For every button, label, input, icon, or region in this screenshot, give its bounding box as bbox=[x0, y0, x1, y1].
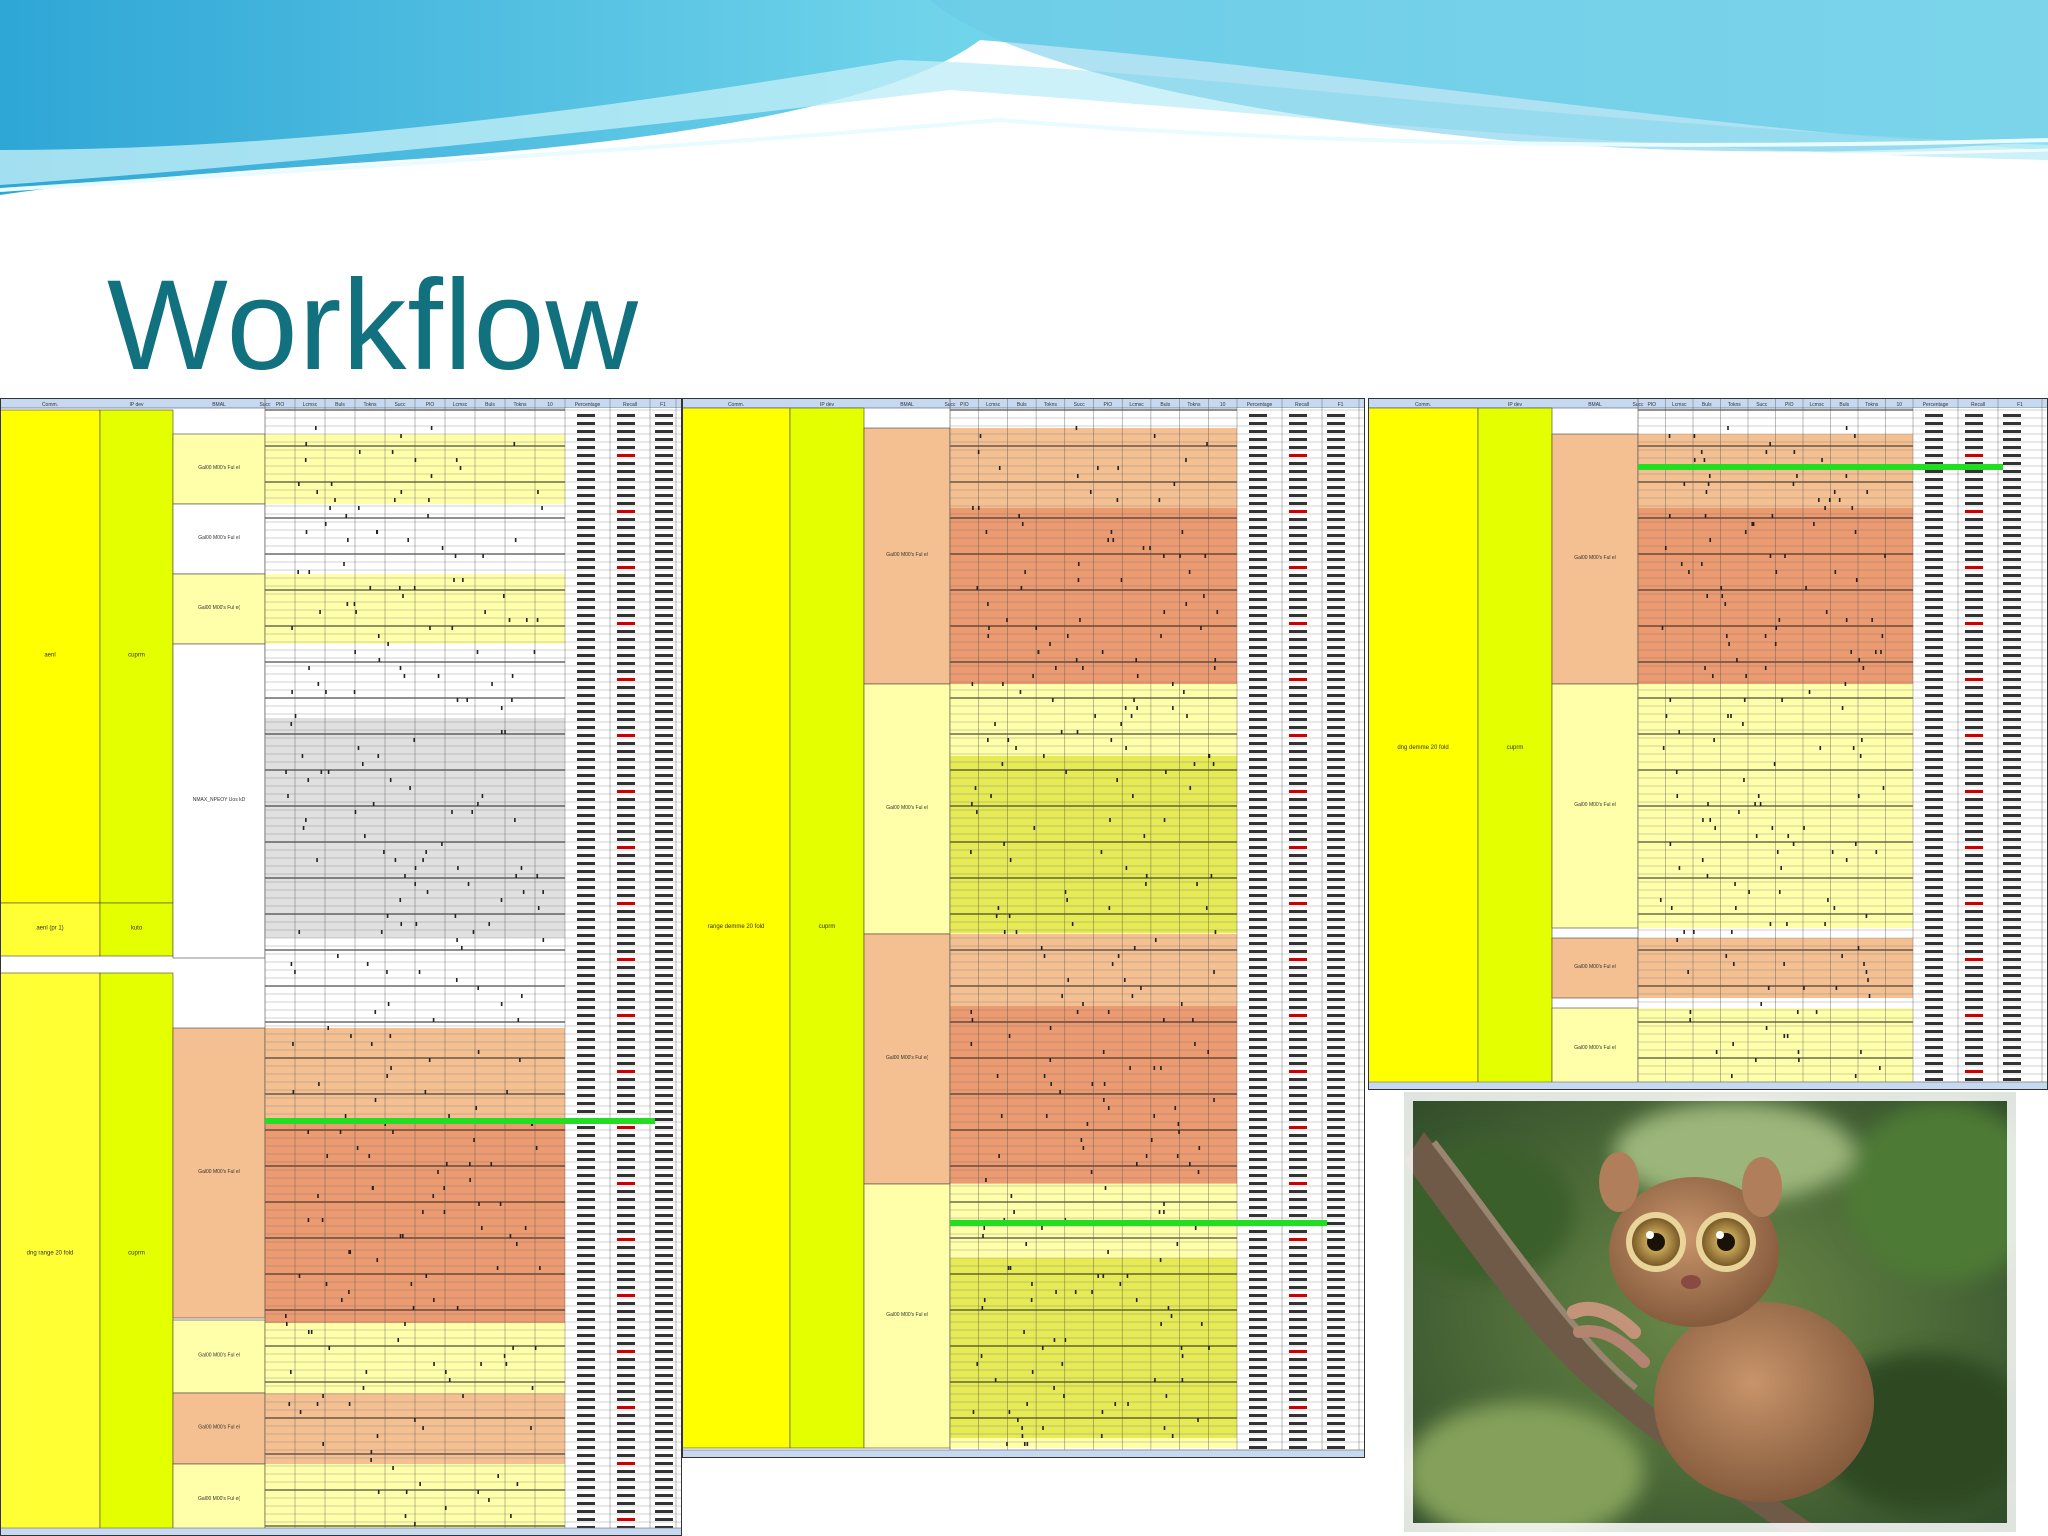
sheet-block-label: NMAX_NPEOY Uos kD bbox=[193, 797, 246, 803]
sheet-header-cell: 10 bbox=[1896, 402, 1902, 408]
sheet-header-cell: Recall bbox=[1971, 402, 1985, 408]
sheet-header-cell: Lcmsc bbox=[986, 402, 1001, 408]
sheet-header-cell: PIO bbox=[1785, 402, 1794, 408]
sheet-header-cell: BMAL bbox=[1588, 402, 1602, 408]
sheet-header-cell: BMAL bbox=[900, 402, 914, 408]
sheet-header-cell: Lcmsc bbox=[1810, 402, 1825, 408]
sheet-header-cell: Buls bbox=[485, 402, 495, 408]
sheet-group-sublabel: cuprm bbox=[128, 1251, 145, 1257]
sheet-header-cell: Succ bbox=[259, 402, 271, 408]
sheet-block-label: Gal00 M00's Ful el bbox=[198, 465, 240, 471]
sheet-header-cell: Buls bbox=[1160, 402, 1170, 408]
sheet-header-cell: Comm. bbox=[42, 402, 58, 408]
sheet-header-cell: PIO bbox=[1104, 402, 1113, 408]
sheet-block-label: Gal00 M00's Ful e( bbox=[198, 1496, 240, 1502]
sheet-header-cell: Succ bbox=[1074, 402, 1086, 408]
sheet-header-cell: Buls bbox=[335, 402, 345, 408]
sheet-group-sublabel: cuprm bbox=[819, 924, 836, 930]
sheet-header-cell: Recall bbox=[623, 402, 637, 408]
sheet-header-cell: Tokns bbox=[1865, 402, 1879, 408]
sheet-header-cell: Lcmsc bbox=[1672, 402, 1687, 408]
sheet-header-cell: F1 bbox=[1338, 402, 1344, 408]
sheet-group-label: aenl bbox=[44, 653, 55, 659]
sheet-header-cell: F1 bbox=[2017, 402, 2023, 408]
sheet-group-label: range demme 20 fold bbox=[708, 924, 765, 930]
sheet-header-cell: Buls bbox=[1017, 402, 1027, 408]
sheet-header-cell: Comm. bbox=[1415, 402, 1431, 408]
header-wave-decoration bbox=[0, 0, 2048, 202]
sheet-group-label: dng range 20 fold bbox=[27, 1251, 74, 1257]
sheet-header-cell: IP dev bbox=[820, 402, 835, 408]
sheet-header-cell: Tokns bbox=[1187, 402, 1201, 408]
sheet-block-label: Gal00 M00's Ful el bbox=[1574, 1045, 1616, 1051]
sheet-header-cell: Recall bbox=[1295, 402, 1309, 408]
sheet-group-label: aenl (pr 1) bbox=[36, 926, 63, 932]
sheet-block-label: Gal00 M00's Ful el bbox=[886, 1312, 928, 1318]
sheet-header-cell: Percentage bbox=[1247, 402, 1273, 408]
sheet-header-cell: Lcmsc bbox=[303, 402, 318, 408]
sheet-header-cell: IP dev bbox=[1508, 402, 1523, 408]
sheet-header-cell: BMAL bbox=[212, 402, 226, 408]
sheet-header-cell: Succ bbox=[1756, 402, 1768, 408]
sheet-header-cell: Succ bbox=[1632, 402, 1644, 408]
sheet-header-cell: PIO bbox=[1647, 402, 1656, 408]
sheet-block-label: Gal00 M00's Ful el bbox=[1574, 555, 1616, 561]
sheet-header-cell: Comm. bbox=[728, 402, 744, 408]
sheet-header-cell: PIO bbox=[426, 402, 435, 408]
sheet-group-sublabel: kuto bbox=[131, 926, 143, 932]
sheet-header-cell: Tokns bbox=[363, 402, 377, 408]
sheet-block-label: Gal00 M00's Ful e( bbox=[886, 1055, 928, 1061]
sheet-header-cell: IP dev bbox=[129, 402, 144, 408]
sheet-group-label: dng demme 20 fold bbox=[1397, 745, 1448, 751]
sheet-block-label: Gal00 M00's Ful el bbox=[198, 1425, 240, 1431]
sheet-group-sublabel: cuprm bbox=[128, 653, 145, 659]
sheet-header-cell: Tokns bbox=[513, 402, 527, 408]
sheet-header-cell: Percentage bbox=[575, 402, 601, 408]
sheet-block-label: Gal00 M00's Ful el bbox=[198, 535, 240, 541]
sheet-header-cell: Tokns bbox=[1044, 402, 1058, 408]
sheet-header-cell: Percentage bbox=[1923, 402, 1949, 408]
sheet-block-label: Gal00 M00's Ful el bbox=[886, 805, 928, 811]
spreadsheet-middle: Comm. IP dev BMAL Succ PIO Lcmsc Buls Tokns Succ… bbox=[682, 398, 1365, 1458]
sheet-header-cell: F1 bbox=[660, 402, 666, 408]
sheet-header-cell: Buls bbox=[1839, 402, 1849, 408]
sheet-block-label: Gal00 M00's Ful el bbox=[198, 1353, 240, 1359]
sheet-header-cell: Lcmsc bbox=[1129, 402, 1144, 408]
sheet-grid: Comm. IP dev BMAL Succ PIO Lcmsc Buls Tokns Succ… bbox=[682, 398, 1365, 1458]
spreadsheet-left: Comm. IP dev BMAL Succ PIO Lcmsc Buls Tokns Succ… bbox=[0, 398, 682, 1536]
sheet-header-cell: Succ bbox=[394, 402, 406, 408]
sheet-block-label: Gal00 M00's Ful el bbox=[886, 552, 928, 558]
sheet-header-cell: PIO bbox=[960, 402, 969, 408]
sheet-header-cell: Lcmsc bbox=[453, 402, 468, 408]
sheet-header-cell: Tokns bbox=[1728, 402, 1742, 408]
sheet-grid: Comm. IP dev BMAL Succ PIO Lcmsc Buls Tokns Succ… bbox=[0, 398, 682, 1536]
sheet-header-cell: 10 bbox=[1220, 402, 1226, 408]
tarsier-photo bbox=[1404, 1092, 2016, 1532]
sheet-header-cell: 10 bbox=[547, 402, 553, 408]
sheet-block-label: Gal00 M00's Ful el bbox=[1574, 964, 1616, 970]
sheet-block-label: Gal00 M00's Ful e( bbox=[198, 605, 240, 611]
sheet-header-cell: Succ bbox=[944, 402, 956, 408]
sheet-group-sublabel: cuprm bbox=[1507, 745, 1524, 751]
sheet-header-cell: PIO bbox=[276, 402, 285, 408]
sheet-block-label: Gal00 M00's Ful el bbox=[198, 1169, 240, 1175]
slide-title: Workflow bbox=[107, 254, 639, 397]
sheet-block-label: Gal00 M00's Ful el bbox=[1574, 802, 1616, 808]
sheet-header-cell: Buls bbox=[1702, 402, 1712, 408]
